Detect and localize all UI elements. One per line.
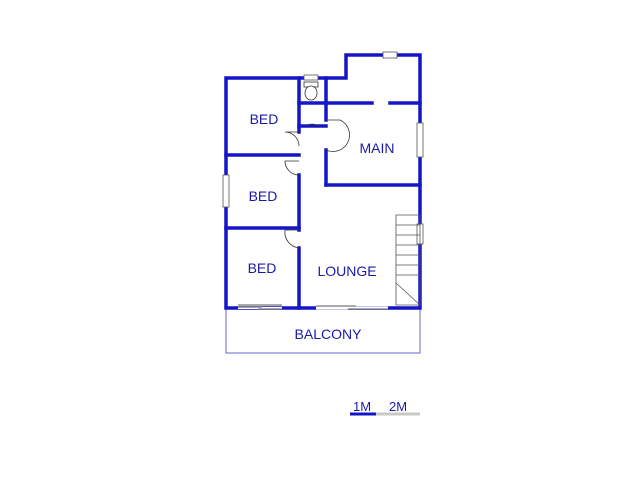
scale-bar: 1M 2M [350, 399, 420, 416]
room-label-balcony: BALCONY [295, 326, 363, 342]
toilet-icon [303, 81, 319, 101]
door-swings [284, 119, 350, 249]
scale-label-2m: 2M [389, 399, 407, 414]
window-bath [303, 74, 319, 81]
window-top [382, 51, 398, 59]
room-label-bed-3: BED [248, 260, 277, 276]
staircase [395, 214, 421, 306]
scale-label-1m: 1M [353, 399, 371, 414]
room-label-main: MAIN [360, 140, 395, 156]
room-label-lounge: LOUNGE [317, 263, 376, 279]
sliding-doors [238, 304, 388, 310]
interior-walls [224, 76, 422, 310]
outer-walls [224, 53, 422, 310]
room-label-bed-2: BED [249, 188, 278, 204]
room-label-bed-1: BED [250, 111, 279, 127]
window-bed2 [222, 174, 230, 208]
window-main [416, 122, 424, 158]
